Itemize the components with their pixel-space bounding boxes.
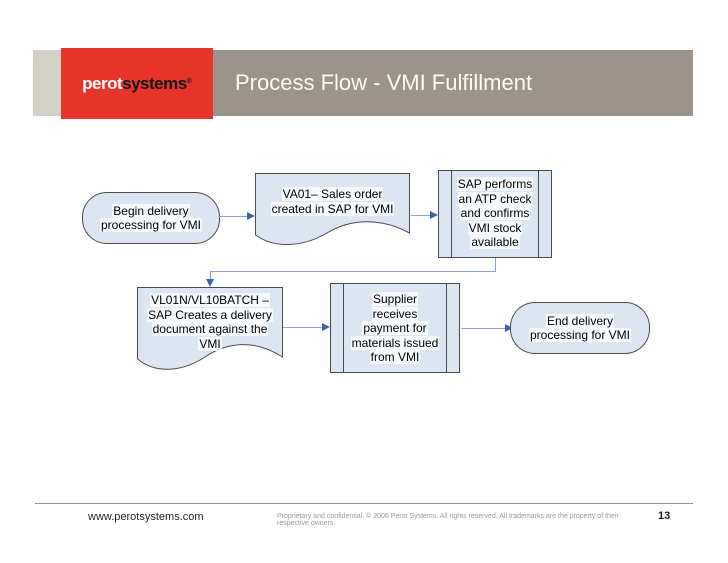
flowchart-node-end: End delivery processing for VMI <box>510 302 650 354</box>
flowchart-node-vl01n-document: VL01N/VL10BATCH – SAP Creates a delivery… <box>137 287 283 379</box>
footer-disclaimer: Proprietary and confidential. © 2006 Per… <box>277 513 619 527</box>
connector-atp-vl01n-horizontal <box>210 271 496 272</box>
flowchart-node-supplier-payment: Supplier receives payment for materials … <box>330 283 460 373</box>
node-label: SAP performs an ATP check and confirms V… <box>456 177 534 249</box>
node-label: Begin delivery processing for VMI <box>99 203 203 232</box>
connector-vl01n-supplier <box>283 327 322 328</box>
node-label: VL01N/VL10BATCH – SAP Creates a delivery… <box>147 293 273 351</box>
page-number: 13 <box>658 510 671 522</box>
footer-website-text: www.perotsystems.com <box>88 511 204 523</box>
predefined-process-left-bar <box>343 284 344 372</box>
flowchart-node-atp-check: SAP performs an ATP check and confirms V… <box>438 170 552 258</box>
predefined-process-right-bar <box>538 171 539 257</box>
registered-trademark-symbol: ® <box>186 78 192 85</box>
node-label: VA01– Sales order created in SAP for VMI <box>270 187 395 216</box>
connector-atp-vl01n-vertical <box>495 258 496 272</box>
connector-supplier-end <box>461 328 505 329</box>
flowchart-node-va01-document: VA01– Sales order created in SAP for VMI <box>255 173 410 253</box>
logo-perot-text: perot <box>82 74 123 93</box>
predefined-process-left-bar <box>451 171 452 257</box>
logo-wordmark: perotsystems® <box>82 75 192 92</box>
footer-divider <box>35 503 693 504</box>
connector-atp-vl01n-drop <box>210 271 211 280</box>
perot-systems-logo: perotsystems® <box>61 48 213 119</box>
flowchart-node-begin: Begin delivery processing for VMI <box>82 192 220 244</box>
arrowhead-into-vl01n <box>206 279 214 287</box>
connector-va01-atp <box>411 215 430 216</box>
node-label: Supplier receives payment for materials … <box>350 292 440 364</box>
connector-begin-va01 <box>218 216 247 217</box>
arrowhead-into-va01 <box>247 212 255 220</box>
node-label: End delivery processing for VMI <box>528 313 632 342</box>
predefined-process-right-bar <box>446 284 447 372</box>
header-accent-strip <box>33 50 61 116</box>
arrowhead-into-end <box>505 324 513 332</box>
slide-title: Process Flow - VMI Fulfillment <box>235 70 533 95</box>
logo-systems-text: systems <box>122 74 187 93</box>
arrowhead-into-supplier <box>322 323 330 331</box>
arrowhead-into-atp <box>430 211 438 219</box>
